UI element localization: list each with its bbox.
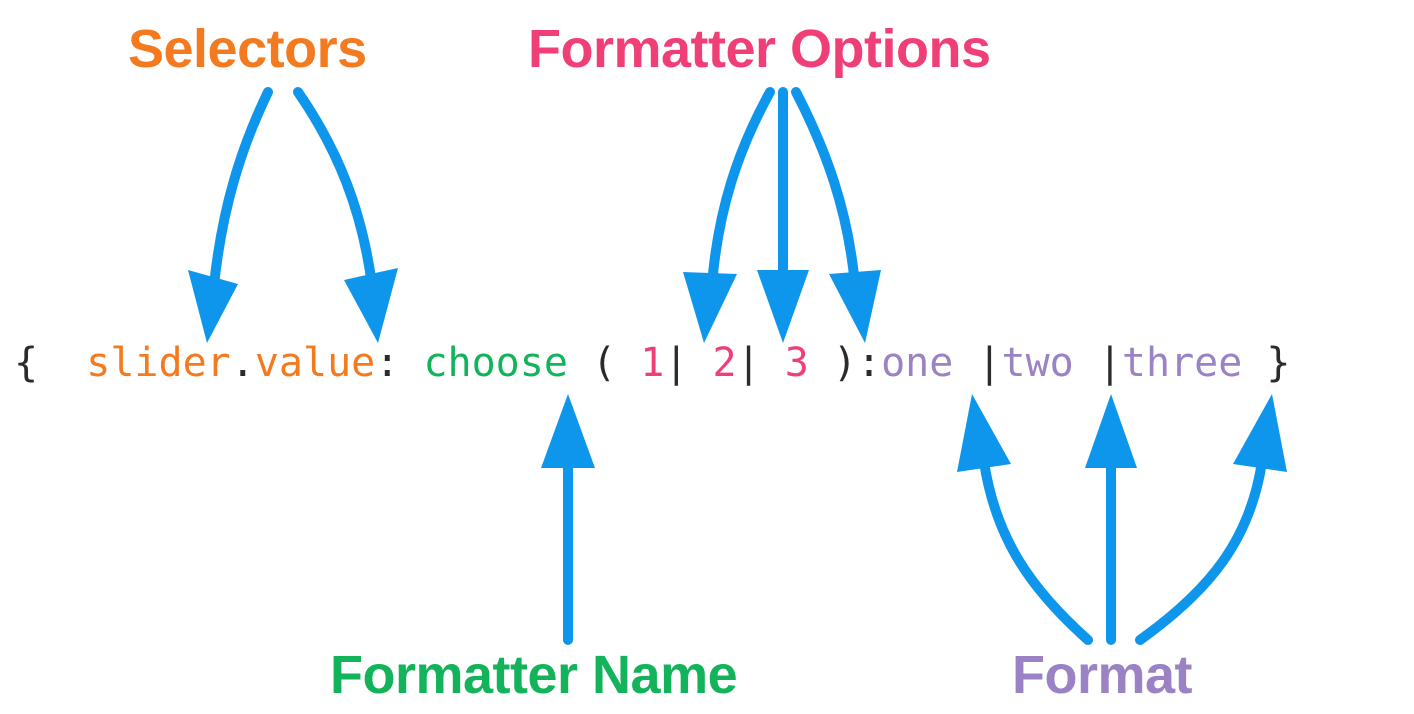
close-brace: } xyxy=(1242,340,1291,386)
options-arrow-left-icon xyxy=(707,87,775,290)
format-arrowhead-left-icon xyxy=(957,394,1011,472)
options-arrow-right-icon xyxy=(791,87,860,290)
option-2-token: 2 xyxy=(712,340,737,386)
format-arrow-left-icon xyxy=(979,457,1093,645)
formatter-name-arrowhead-icon xyxy=(541,394,595,468)
selector-value: value xyxy=(254,340,376,386)
options-arrowhead-right-icon xyxy=(829,270,881,343)
format-two-token: two xyxy=(1001,340,1074,386)
code-expression: { slider.value: choose ( 1| 2| 3 ):one |… xyxy=(14,343,1291,383)
selector-slider: slider xyxy=(86,340,231,386)
formatter-name-token: choose xyxy=(423,340,568,386)
selectors-arrow-right-icon xyxy=(293,87,377,290)
close-paren-colon: ): xyxy=(808,340,882,386)
format-arrowhead-center-icon xyxy=(1085,394,1137,468)
format-one-token: one xyxy=(881,340,954,386)
selectors-arrow-left-icon xyxy=(209,87,273,290)
format-arrow-right-icon xyxy=(1135,457,1267,645)
option-pipe-2: | xyxy=(736,340,785,386)
open-brace: { xyxy=(14,340,87,386)
format-label: Format xyxy=(1012,645,1193,705)
selector-dot: . xyxy=(230,340,255,386)
selectors-arrowhead-left-icon xyxy=(188,270,238,343)
format-arrowhead-right-icon xyxy=(1233,394,1287,472)
options-arrowhead-left-icon xyxy=(683,272,737,343)
selectors-label: Selectors xyxy=(128,19,367,79)
option-1-token: 1 xyxy=(640,340,665,386)
format-three-token: three xyxy=(1121,340,1243,386)
option-pipe-1: | xyxy=(664,340,713,386)
open-paren: ( xyxy=(567,340,641,386)
options-arrowhead-center-icon xyxy=(757,270,809,343)
formatter-name-label: Formatter Name xyxy=(330,645,738,705)
formatter-options-label: Formatter Options xyxy=(528,19,991,79)
format-pipe-1: | xyxy=(953,340,1002,386)
selector-colon: : xyxy=(375,340,424,386)
selectors-arrowhead-right-icon xyxy=(344,268,398,343)
option-3-token: 3 xyxy=(784,340,809,386)
format-pipe-2: | xyxy=(1073,340,1122,386)
